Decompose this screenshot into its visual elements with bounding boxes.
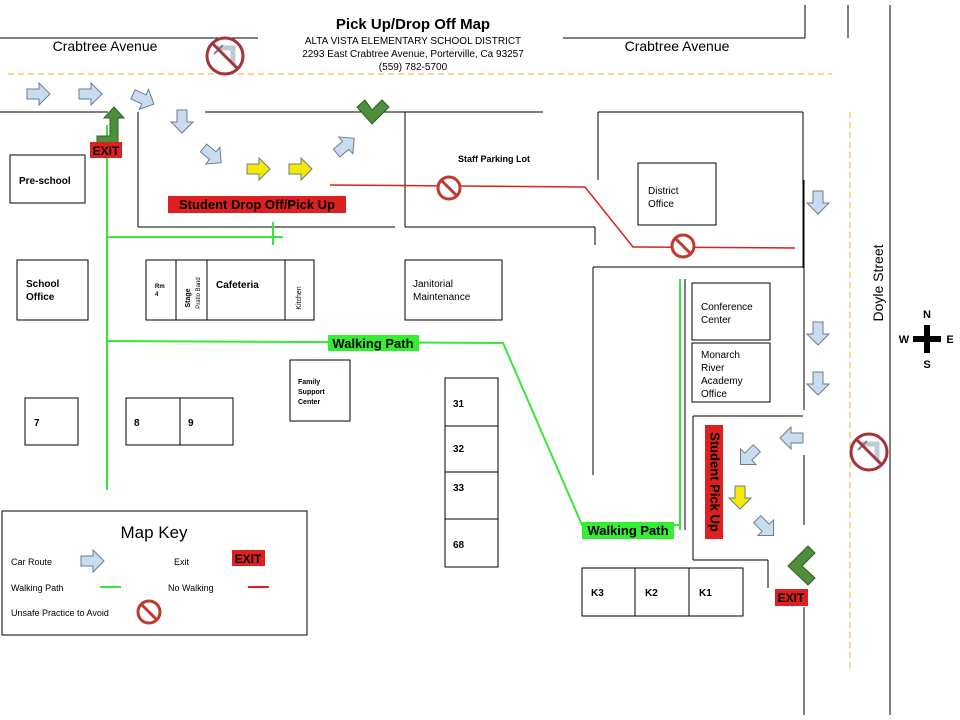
street-label-doyle: Doyle Street xyxy=(870,244,886,321)
no-walking-lines xyxy=(329,184,796,249)
green-arrows xyxy=(96,99,816,586)
exit-turn-arrow-icon xyxy=(96,106,126,145)
room-7: 7 xyxy=(34,418,40,429)
key-exit-label: Exit xyxy=(174,557,190,567)
district-name: ALTA VISTA ELEMENTARY SCHOOL DISTRICT xyxy=(305,36,521,47)
building-family-line2: Support xyxy=(298,389,325,396)
green-chevron-icon xyxy=(787,545,816,586)
room-33: 33 xyxy=(453,483,465,494)
walking-path-label: Walking Path xyxy=(587,523,668,538)
school-phone: (559) 782-5700 xyxy=(379,62,448,73)
street-label-crabtree-right: Crabtree Avenue xyxy=(625,38,730,54)
car-route-arrow-icon xyxy=(329,129,362,162)
room-k3: K3 xyxy=(591,588,604,599)
building-preschool: Pre-school xyxy=(19,176,71,187)
room-8: 8 xyxy=(134,418,140,429)
compass-south: S xyxy=(923,359,930,371)
street-centerlines xyxy=(8,73,851,668)
car-route-arrow-icon xyxy=(806,321,830,346)
car-route-arrow-icon xyxy=(732,439,766,473)
car-route-arrow-icon xyxy=(78,82,103,106)
green-chevron-icon xyxy=(356,99,390,125)
car-route-arrow-icon xyxy=(127,83,160,115)
building-school-office-line1: School xyxy=(26,279,60,290)
car-route-arrow-icon xyxy=(170,109,194,134)
street-label-crabtree-left: Crabtree Avenue xyxy=(53,38,158,54)
building-conference-line1: Conference xyxy=(701,302,753,313)
car-route-arrow-icon xyxy=(806,190,830,215)
no-u-turn-icon xyxy=(207,38,243,74)
room-9: 9 xyxy=(188,418,194,429)
road-lines xyxy=(0,5,891,715)
building-district-line2: Office xyxy=(648,199,674,210)
building-school-office-line2: Office xyxy=(26,292,55,303)
building-district-line1: District xyxy=(648,186,679,197)
building-stage: Stage xyxy=(185,288,192,307)
no-walking-sign-icon xyxy=(436,175,462,201)
yellow-arrow-icon xyxy=(288,157,313,181)
car-route-arrow-icon xyxy=(806,371,830,396)
no-u-turn-icon xyxy=(851,434,887,470)
buildings xyxy=(9,154,771,617)
building-monarch-line2: River xyxy=(701,363,725,374)
compass-west: W xyxy=(899,334,910,346)
compass-icon: N S W E xyxy=(899,309,954,371)
key-walking-path-label: Walking Path xyxy=(11,583,64,593)
map-key-title: Map Key xyxy=(120,523,188,542)
key-unsafe-sign-icon xyxy=(136,599,162,625)
car-route-arrow-icon xyxy=(26,82,51,106)
car-route-arrow-icon xyxy=(779,426,804,450)
yellow-arrow-icon xyxy=(728,485,752,510)
key-car-route-label: Car Route xyxy=(11,557,52,567)
building-monarch-line3: Academy xyxy=(701,376,743,387)
key-exit-badge: EXIT xyxy=(235,552,262,566)
key-no-walking-label: No Walking xyxy=(168,583,214,593)
walking-path-label: Walking Path xyxy=(332,336,413,351)
compass-north: N xyxy=(923,309,931,321)
building-janitorial-line2: Maintenance xyxy=(413,292,471,303)
exit-label: EXIT xyxy=(93,144,120,158)
building-rm4-line1: Rm xyxy=(155,284,165,290)
building-kitchen: Kitchen xyxy=(296,286,303,309)
drop-off-label: Student Drop Off/Pick Up xyxy=(179,197,335,212)
building-stage-sub: Pratio Band xyxy=(196,277,202,308)
compass-east: E xyxy=(946,334,953,346)
key-unsafe-label: Unsafe Practice to Avoid xyxy=(11,608,109,618)
building-monarch-line4: Office xyxy=(701,389,727,400)
building-family-line3: Center xyxy=(298,399,320,406)
school-address: 2293 East Crabtree Avenue, Porterville, … xyxy=(302,49,524,60)
student-pick-up-label: Student Pick Up xyxy=(708,432,723,532)
room-k2: K2 xyxy=(645,588,658,599)
yellow-arrow-icon xyxy=(246,157,271,181)
building-janitorial-line1: Janitorial xyxy=(413,279,453,290)
room-k1: K1 xyxy=(699,588,712,599)
staff-parking-label: Staff Parking Lot xyxy=(458,154,530,164)
building-monarch-line1: Monarch xyxy=(701,350,740,361)
exit-label: EXIT xyxy=(778,591,805,605)
no-walking-sign-icon xyxy=(670,233,696,259)
building-rm4-line2: 4 xyxy=(155,292,159,298)
map-title: Pick Up/Drop Off Map xyxy=(336,16,490,33)
room-68: 68 xyxy=(453,540,465,551)
building-conference-line2: Center xyxy=(701,315,732,326)
room-31: 31 xyxy=(453,399,465,410)
room-32: 32 xyxy=(453,444,465,455)
car-route-arrow-icon xyxy=(748,510,782,544)
building-cafeteria: Cafeteria xyxy=(216,280,259,291)
building-family-line1: Family xyxy=(298,379,320,386)
car-route-arrow-icon xyxy=(196,139,229,172)
map-key: Map Key Car Route Exit EXIT Walking Path… xyxy=(1,510,308,636)
